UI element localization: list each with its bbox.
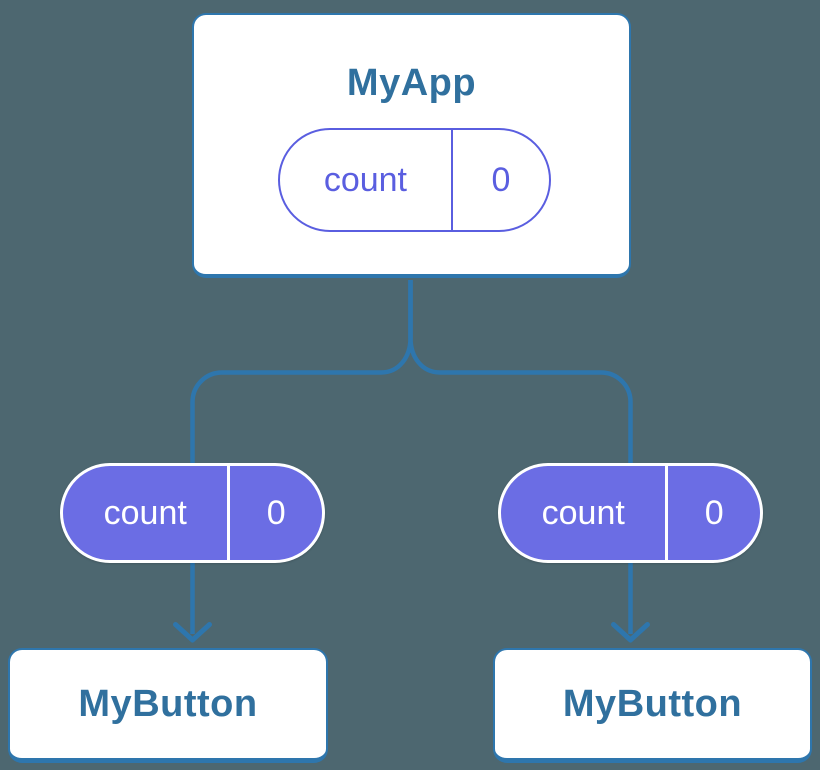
- arrow-down-icon: [173, 622, 212, 643]
- branch-right-line: [408, 280, 633, 634]
- state-label: count: [541, 493, 625, 532]
- arrow-down-icon: [611, 622, 650, 643]
- child-component-node-right: MyButton: [493, 648, 812, 763]
- child-node-title: MyButton: [562, 682, 743, 725]
- state-value: 0: [227, 466, 322, 560]
- child-state-pill-left: count 0: [60, 463, 325, 563]
- state-label: count: [103, 493, 187, 532]
- branch-left-line: [190, 280, 413, 634]
- child-node-title: MyButton: [78, 682, 258, 725]
- child-component-node-left: MyButton: [8, 648, 328, 763]
- root-state-pill: count 0: [278, 128, 551, 232]
- state-label: count: [323, 160, 407, 199]
- state-value: 0: [450, 130, 549, 230]
- root-node-title: MyApp: [346, 62, 477, 104]
- state-value: 0: [665, 466, 760, 560]
- child-state-pill-right: count 0: [498, 463, 763, 563]
